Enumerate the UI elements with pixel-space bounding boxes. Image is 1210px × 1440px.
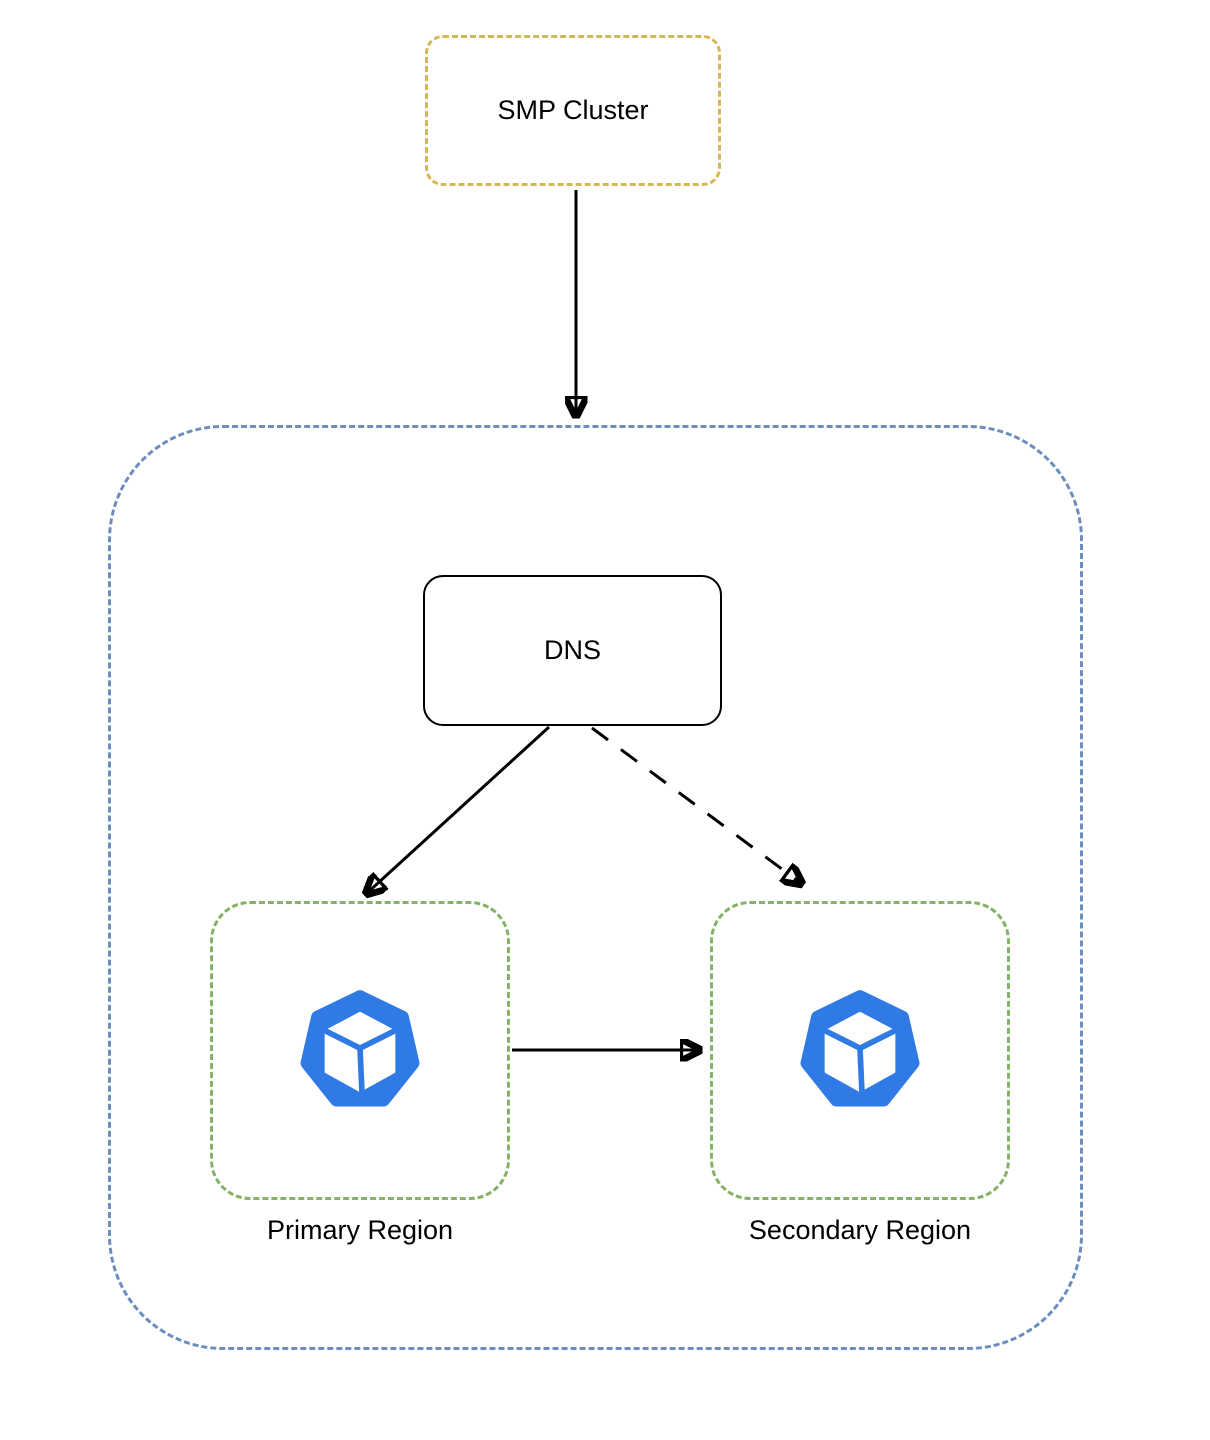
dns-label: DNS xyxy=(543,635,601,666)
node-dns: DNS xyxy=(423,575,722,726)
node-smp-cluster: SMP Cluster xyxy=(425,35,721,186)
blue-heptagon-cube-icon xyxy=(800,989,920,1106)
secondary-region-label: Secondary Region xyxy=(748,1215,972,1245)
region-container-boundary xyxy=(108,425,1083,1350)
primary-region-label: Primary Region xyxy=(266,1215,454,1245)
smp-cluster-label: SMP Cluster xyxy=(497,95,649,126)
primary-region-box xyxy=(210,901,510,1200)
secondary-region-box xyxy=(710,901,1010,1200)
blue-heptagon-cube-icon xyxy=(300,989,420,1106)
